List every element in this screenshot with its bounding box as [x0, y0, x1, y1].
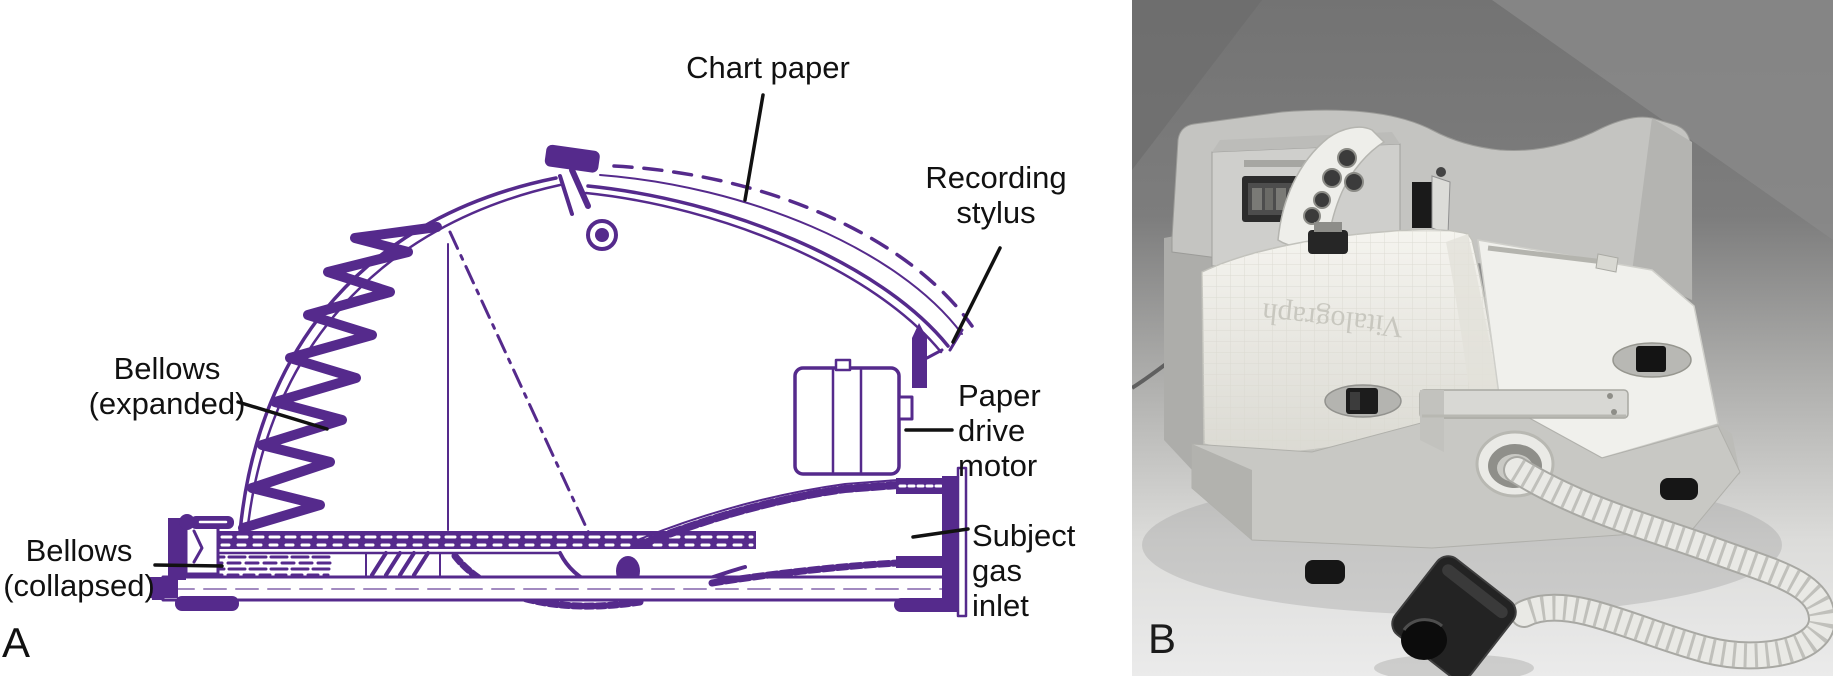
label-subject-gas-inlet: Subject gas inlet: [972, 518, 1076, 623]
panel-a-letter: A: [2, 619, 31, 666]
right-foot: [894, 598, 954, 612]
mouthpiece[interactable]: [1374, 551, 1534, 676]
subject-gas-inlet-horn: [636, 466, 968, 618]
label-recording-stylus: Recording stylus: [925, 160, 1067, 230]
power-switch-right[interactable]: [1612, 342, 1692, 378]
recording-stylus-arc: [612, 164, 974, 352]
label-paper-drive-motor: Paper drive motor: [958, 378, 1041, 483]
left-foot: [175, 596, 239, 611]
stylus-carriage: [1412, 167, 1451, 246]
machine-rear-right-slope: [1632, 118, 1692, 300]
panel-a-diagram: [150, 93, 1002, 618]
background-light-band: [1492, 0, 1833, 240]
keypad-buttons[interactable]: [1303, 148, 1364, 225]
leader-lines: [153, 93, 1002, 568]
brand-label: [1244, 160, 1306, 167]
paper-roller: [586, 219, 618, 251]
power-switch-left[interactable]: [1324, 384, 1402, 418]
handle-bar[interactable]: [1419, 389, 1629, 452]
panel-b-photo: Vitalograph: [1132, 0, 1833, 676]
machine-foot-right: [1660, 478, 1698, 500]
label-chart-paper: Chart paper: [686, 50, 850, 85]
paper-drive-motor: [793, 323, 944, 476]
breathing-tube[interactable]: [1503, 456, 1833, 670]
left-foot-block: [150, 577, 178, 598]
label-bellows-expanded: Bellows (expanded): [88, 351, 246, 421]
label-bellows-collapsed: Bellows (collapsed): [3, 533, 155, 603]
panel-b-letter: B: [1148, 615, 1177, 662]
background-dark-corner: [1132, 0, 1262, 170]
spirometer-machine: Vitalograph: [1164, 109, 1741, 584]
machine-foot-left: [1305, 560, 1345, 584]
machine-front-left: [1192, 444, 1252, 540]
bellows-expanded-spring: [238, 222, 442, 533]
chart-paper-arc: [584, 174, 963, 354]
chart-paper-arch: Vitalograph: [1201, 222, 1501, 454]
bellows-plate-dashdot: [448, 230, 594, 542]
paper-latch[interactable]: [1308, 230, 1348, 254]
paper-clamp: [544, 144, 600, 216]
